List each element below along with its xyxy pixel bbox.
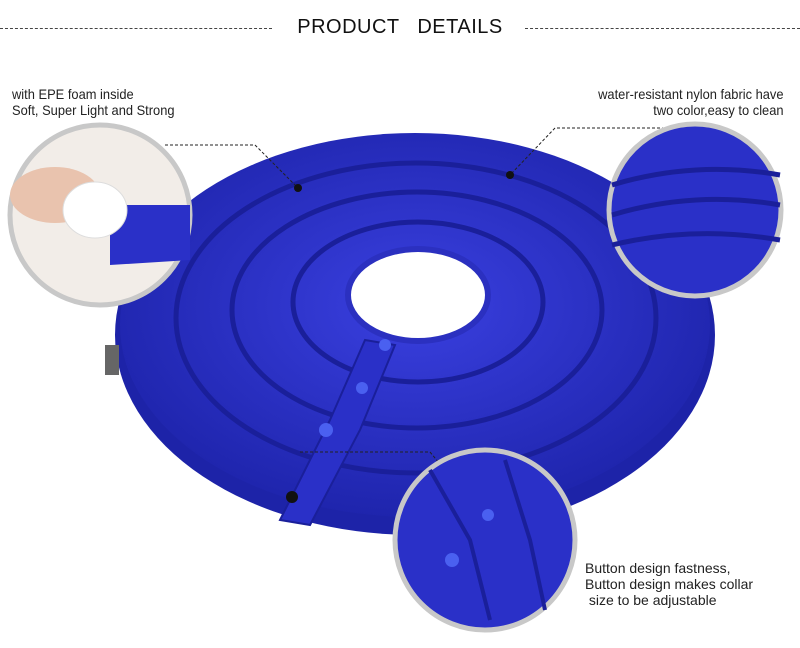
callout-line: with EPE foam inside	[12, 86, 134, 102]
callout-line: two color,easy to clean	[653, 102, 784, 118]
page-title: PRODUCT DETAILS	[297, 16, 503, 38]
button-detail-circle	[392, 447, 578, 633]
divider-right	[525, 28, 800, 29]
fabric-detail-circle	[606, 121, 784, 299]
inflatable-collar	[105, 133, 715, 535]
divider-left	[0, 28, 272, 29]
callout-line: size to be adjustable	[585, 592, 717, 608]
callout-line: Button design fastness,	[585, 560, 731, 576]
fabric-callout: water-resistant nylon fabric have two co…	[599, 86, 784, 118]
callout-line: water-resistant nylon fabric have	[598, 86, 784, 102]
button-callout: Button design fastness, Button design ma…	[585, 560, 753, 608]
callout-line: Button design makes collar	[585, 576, 754, 592]
foam-detail-circle	[7, 122, 193, 308]
foam-callout: with EPE foam inside Soft, Super Light a…	[12, 86, 175, 118]
callout-line: Soft, Super Light and Strong	[12, 102, 175, 118]
